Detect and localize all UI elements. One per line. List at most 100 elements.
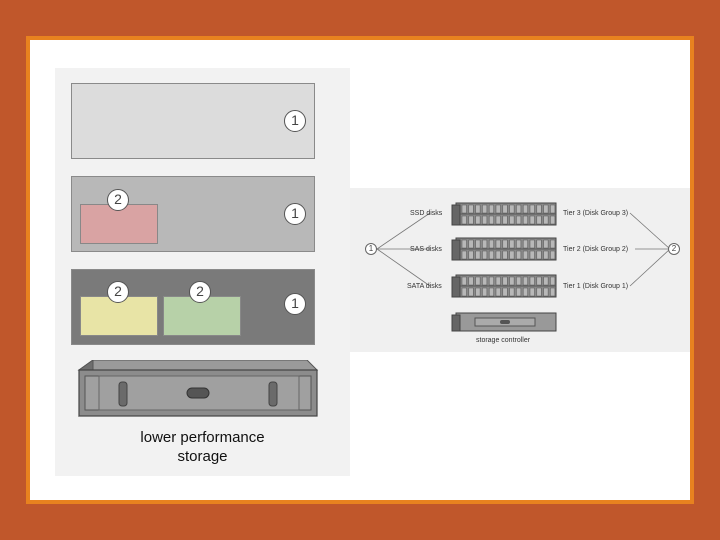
- disk-bay: [536, 287, 542, 297]
- disk-bay: [522, 239, 528, 249]
- disk-bay: [468, 215, 474, 225]
- disk-bay: [529, 239, 535, 249]
- storage-array-illustration: [77, 360, 319, 417]
- disk-bay: [536, 250, 542, 260]
- diagram-caption: lower performance storage: [140, 429, 265, 465]
- disk-bay: [516, 276, 522, 286]
- disk-bay: [482, 215, 488, 225]
- controller-label: storage controller: [476, 337, 531, 344]
- disk-bay: [536, 204, 542, 214]
- disk-bay: [529, 250, 535, 260]
- disk-bay: [516, 204, 522, 214]
- disk-bay: [468, 239, 474, 249]
- disk-bay: [461, 204, 467, 214]
- disk-bay: [482, 276, 488, 286]
- tier-label: Tier 2 (Disk Group 2): [563, 246, 629, 253]
- disk-bay: [516, 287, 522, 297]
- storage-tier-middle: 2 1: [71, 176, 315, 252]
- disk-bay: [529, 287, 535, 297]
- disk-bay: [543, 215, 549, 225]
- disk-bay: [461, 215, 467, 225]
- disk-bay: [550, 215, 556, 225]
- disk-bay: [475, 276, 481, 286]
- disk-bay: [522, 215, 528, 225]
- storage-controller-unit: [451, 312, 557, 332]
- disk-bay: [475, 239, 481, 249]
- disk-bay: [482, 239, 488, 249]
- disk-bay: [468, 287, 474, 297]
- disk-bay: [488, 215, 494, 225]
- disk-bay: [550, 204, 556, 214]
- disk-bay: [516, 239, 522, 249]
- tier-marker: 1: [284, 203, 306, 225]
- disk-bay: [468, 204, 474, 214]
- tiered-storage-diagram: 1 2 1 2 2 1 lower performance storage: [55, 68, 350, 476]
- storage-tier-top: 1: [71, 83, 315, 159]
- disk-bay: [516, 215, 522, 225]
- volume-marker: 2: [107, 189, 129, 211]
- tier-marker: 1: [284, 293, 306, 315]
- disk-bay: [488, 239, 494, 249]
- disk-bay: [468, 276, 474, 286]
- disk-bay: [495, 287, 501, 297]
- disk-bay: [475, 204, 481, 214]
- disk-bay: [468, 250, 474, 260]
- disk-bay: [536, 276, 542, 286]
- disk-bay: [482, 250, 488, 260]
- disk-bay: [502, 204, 508, 214]
- disk-bay: [550, 250, 556, 260]
- disk-bay: [495, 215, 501, 225]
- disk-bay: [550, 287, 556, 297]
- disk-bay: [495, 250, 501, 260]
- disk-bay: [488, 287, 494, 297]
- disk-bay: [536, 239, 542, 249]
- disk-bay: [475, 287, 481, 297]
- tier-marker: 1: [284, 110, 306, 132]
- disk-bay: [522, 276, 528, 286]
- disk-bay: [502, 287, 508, 297]
- disk-bay: [502, 215, 508, 225]
- disk-bay: [461, 287, 467, 297]
- disk-bay: [509, 239, 515, 249]
- disk-bay: [550, 276, 556, 286]
- volume-marker: 2: [189, 281, 211, 303]
- disk-bay: [461, 276, 467, 286]
- disk-bay: [475, 215, 481, 225]
- disk-bay: [522, 250, 528, 260]
- tier-label: Tier 3 (Disk Group 3): [563, 210, 629, 217]
- disk-type-label: SSD disks: [410, 210, 443, 217]
- disk-bay: [495, 239, 501, 249]
- disk-bay: [543, 276, 549, 286]
- slide: 1 2 1 2 2 1 lower performance storage: [26, 36, 694, 504]
- disk-bay: [495, 276, 501, 286]
- host-marker: 1: [365, 243, 377, 255]
- disk-enclosure: [451, 202, 557, 226]
- disk-enclosure: [451, 274, 557, 298]
- disk-bay: [516, 250, 522, 260]
- disk-bay: [543, 204, 549, 214]
- disk-bay: [509, 204, 515, 214]
- disk-bay: [461, 239, 467, 249]
- disk-bay: [509, 215, 515, 225]
- disk-bay: [543, 287, 549, 297]
- disk-type-label: SATA disks: [407, 283, 442, 290]
- disk-bay: [509, 250, 515, 260]
- disk-enclosure: [451, 237, 557, 261]
- disk-bay: [536, 215, 542, 225]
- disk-bay: [509, 287, 515, 297]
- disk-bay: [522, 204, 528, 214]
- disk-bay: [529, 276, 535, 286]
- disk-type-label: SAS disks: [410, 246, 442, 253]
- disk-bay: [482, 204, 488, 214]
- disk-bay: [550, 239, 556, 249]
- disk-bay: [502, 239, 508, 249]
- disk-bay: [495, 204, 501, 214]
- disk-bay: [502, 276, 508, 286]
- disk-bay: [502, 250, 508, 260]
- disk-bay: [488, 276, 494, 286]
- disk-bay: [529, 215, 535, 225]
- disk-bay: [543, 250, 549, 260]
- disk-bay: [522, 287, 528, 297]
- disk-bay: [488, 250, 494, 260]
- disk-bay: [482, 287, 488, 297]
